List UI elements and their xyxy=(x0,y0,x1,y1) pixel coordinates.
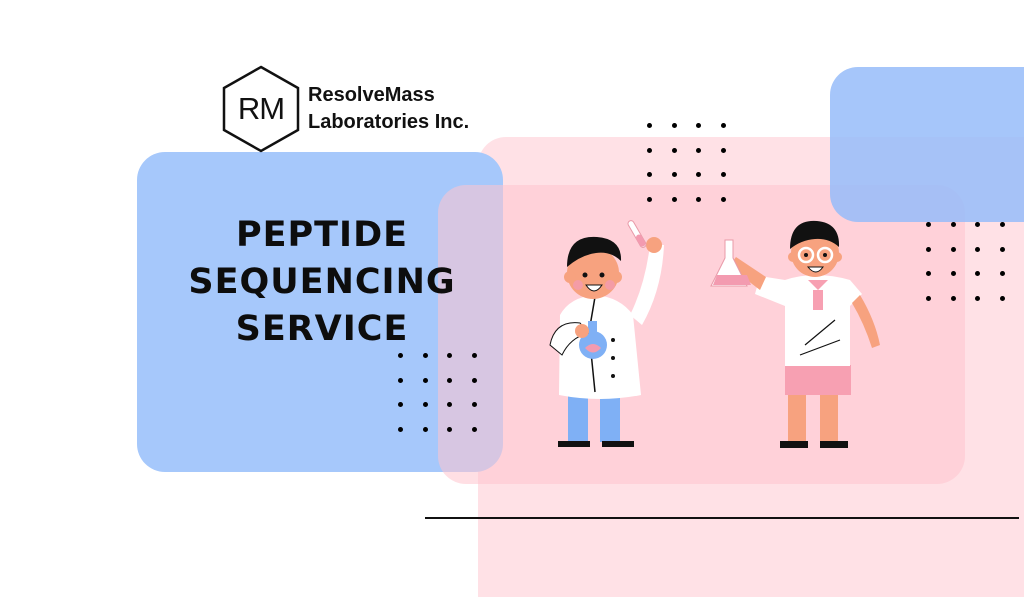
dot-grid-right xyxy=(926,222,1005,301)
background-blue-corner xyxy=(830,67,1024,222)
title-line-3: SERVICE xyxy=(235,309,409,349)
title-line-2: SEQUENCING xyxy=(188,262,456,302)
company-name-line1: ResolveMass xyxy=(308,84,435,106)
divider-line xyxy=(425,517,1019,519)
company-name: ResolveMass Laboratories Inc. xyxy=(308,82,469,136)
title-line-1: PEPTIDE xyxy=(235,215,409,255)
logo-monogram: RM xyxy=(237,91,285,126)
dot-grid-left xyxy=(398,353,477,432)
page-title: PEPTIDE SEQUENCING SERVICE xyxy=(137,212,507,353)
kid-glasses-icon xyxy=(710,220,880,448)
company-name-line2: Laboratories Inc. xyxy=(308,111,470,133)
kid-lab-coat-icon xyxy=(549,220,664,447)
hexagon-logo-icon: RM xyxy=(222,65,300,153)
dot-grid-top xyxy=(647,123,726,202)
scientist-kids-illustration xyxy=(530,215,910,460)
company-logo: RM ResolveMass Laboratories Inc. xyxy=(222,65,469,153)
